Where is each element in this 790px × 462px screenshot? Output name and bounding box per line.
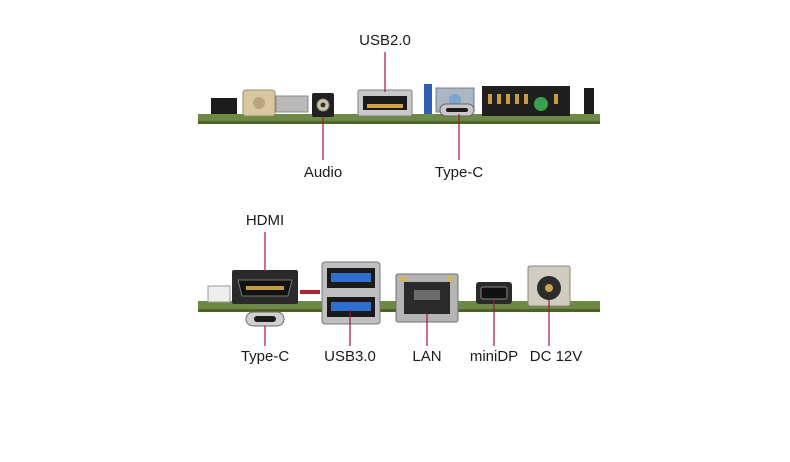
blue-jumper <box>424 84 432 114</box>
dc-label: DC 12V <box>529 348 583 365</box>
metal-bracket <box>275 95 309 113</box>
minidp-label: miniDP <box>469 348 519 365</box>
top-leader-lines <box>322 52 460 160</box>
hdmi-label: HDMI <box>245 212 285 229</box>
typec-top-label: Type-C <box>434 164 484 181</box>
usb30-label: USB3.0 <box>324 348 376 365</box>
top-board <box>198 84 600 124</box>
usb20-label: USB2.0 <box>359 32 411 49</box>
audio-label: Audio <box>303 164 343 181</box>
right-post <box>584 88 594 114</box>
bottom-leader-lines <box>264 232 550 346</box>
top-header-connector <box>211 98 237 114</box>
bottom-board <box>198 261 600 327</box>
top-pcb <box>198 114 600 123</box>
typec-bottom-label: Type-C <box>240 348 290 365</box>
red-wire <box>300 290 320 294</box>
small-header <box>207 285 231 303</box>
lan-label: LAN <box>412 348 442 365</box>
green-button <box>534 97 548 111</box>
